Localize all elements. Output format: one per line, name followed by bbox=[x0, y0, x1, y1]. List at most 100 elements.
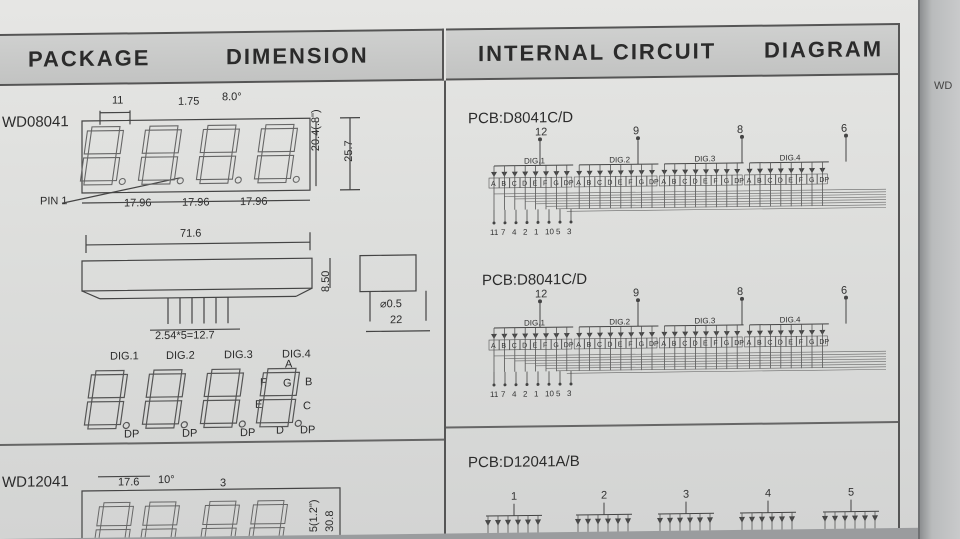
segment-digit-2 bbox=[141, 369, 188, 429]
segment-g: G bbox=[724, 340, 729, 347]
circuit-digit-label-4: DIG.4 bbox=[780, 315, 801, 324]
common-pin-9: 9 bbox=[633, 125, 639, 137]
digit-pin-3: 3 bbox=[683, 489, 689, 501]
large-digit-3 bbox=[198, 500, 241, 539]
common-pin-6: 6 bbox=[841, 285, 847, 297]
circuit-digit-label-4: DIG.4 bbox=[780, 153, 801, 162]
bottom-pin-4: 4 bbox=[512, 390, 517, 399]
segment-g: G bbox=[809, 177, 814, 184]
segment-a: A bbox=[491, 181, 496, 188]
top-digit-4 bbox=[253, 123, 300, 184]
segment-dp: DP bbox=[734, 178, 744, 185]
bottom-pin-7: 7 bbox=[501, 228, 506, 237]
segment-d: D bbox=[778, 339, 783, 346]
segment-dp: DP bbox=[819, 339, 829, 346]
segment-d: D bbox=[607, 342, 612, 349]
segment-a: A bbox=[491, 343, 496, 350]
circuit-digit-label-2: DIG.2 bbox=[609, 317, 630, 326]
bottom-pin-1: 1 bbox=[534, 227, 539, 236]
next-page-edge: WD bbox=[918, 0, 960, 539]
segment-e: E bbox=[618, 179, 623, 186]
segment-a: A bbox=[747, 340, 752, 347]
segment-b: B bbox=[587, 180, 592, 187]
segment-e: E bbox=[703, 178, 708, 185]
bottom-pin-7: 7 bbox=[501, 390, 506, 399]
segment-e: E bbox=[618, 341, 623, 348]
segment-c: C bbox=[512, 181, 517, 188]
bottom-pin-11: 11 bbox=[490, 390, 499, 399]
bottom-pin-2: 2 bbox=[523, 228, 528, 237]
digit-pin-1: 1 bbox=[511, 491, 517, 503]
bottom-pin-4: 4 bbox=[512, 228, 517, 237]
segment-e: E bbox=[788, 339, 793, 346]
segment-digit-3 bbox=[199, 368, 246, 429]
segment-e: E bbox=[703, 340, 708, 347]
circuit-digit-label-1: DIG.1 bbox=[524, 156, 545, 165]
digit-pin-4: 4 bbox=[765, 488, 771, 500]
common-pin-12: 12 bbox=[535, 126, 547, 138]
segment-a: A bbox=[576, 342, 581, 349]
common-pin-8: 8 bbox=[737, 286, 743, 298]
segment-digit-1 bbox=[83, 369, 130, 430]
segment-g: G bbox=[639, 179, 644, 186]
package-drawing bbox=[61, 110, 430, 539]
segment-g: G bbox=[809, 339, 814, 346]
segment-b: B bbox=[672, 341, 677, 348]
segment-dp: DP bbox=[649, 341, 659, 348]
segment-f: F bbox=[628, 341, 632, 348]
segment-e: E bbox=[533, 180, 538, 187]
segment-dp: DP bbox=[564, 342, 574, 349]
bottom-pin-5: 5 bbox=[556, 389, 561, 398]
next-page-text: WD bbox=[934, 80, 953, 92]
bottom-pin-2: 2 bbox=[523, 390, 528, 399]
segment-c: C bbox=[597, 180, 602, 187]
bottom-pin-10: 10 bbox=[545, 227, 554, 236]
circuit-digit-label-2: DIG.2 bbox=[609, 155, 630, 164]
segment-g: G bbox=[553, 180, 558, 187]
segment-b: B bbox=[672, 179, 677, 186]
display-outline-2 bbox=[81, 487, 341, 539]
header-dimension: DIMENSION bbox=[226, 42, 369, 70]
side-view-body bbox=[81, 257, 313, 292]
segment-dp: DP bbox=[564, 180, 574, 187]
end-view-body bbox=[359, 254, 417, 293]
segment-c: C bbox=[767, 178, 772, 185]
top-digit-3 bbox=[195, 124, 242, 185]
top-digit-1 bbox=[79, 125, 126, 186]
common-pin-9: 9 bbox=[633, 287, 639, 299]
bottom-pin-11: 11 bbox=[490, 228, 499, 237]
display-outline bbox=[81, 117, 311, 194]
segment-f: F bbox=[543, 180, 547, 187]
segment-g: G bbox=[553, 342, 558, 349]
segment-a: A bbox=[661, 179, 666, 186]
bottom-pin-5: 5 bbox=[556, 227, 561, 236]
segment-f: F bbox=[713, 178, 717, 185]
circuit-digit-label-3: DIG.3 bbox=[694, 154, 715, 163]
circuit-digit-label-3: DIG.3 bbox=[694, 316, 715, 325]
segment-c: C bbox=[597, 342, 602, 349]
segment-f: F bbox=[799, 177, 803, 184]
circuit-digit-label-1: DIG.1 bbox=[524, 318, 545, 327]
segment-g: G bbox=[639, 341, 644, 348]
digit-pin-2: 2 bbox=[601, 490, 607, 502]
segment-d: D bbox=[607, 180, 612, 187]
bottom-pin-3: 3 bbox=[567, 227, 572, 236]
segment-b: B bbox=[587, 342, 592, 349]
segment-b: B bbox=[501, 181, 506, 188]
segment-d: D bbox=[778, 177, 783, 184]
segment-a: A bbox=[661, 341, 666, 348]
segment-f: F bbox=[713, 340, 717, 347]
segment-c: C bbox=[682, 341, 687, 348]
common-pin-12: 12 bbox=[535, 288, 547, 300]
segment-f: F bbox=[799, 339, 803, 346]
large-digit-1 bbox=[92, 501, 135, 539]
segment-e: E bbox=[788, 177, 793, 184]
common-pin-6: 6 bbox=[841, 123, 847, 135]
segment-f: F bbox=[543, 342, 547, 349]
segment-c: C bbox=[682, 179, 687, 186]
bottom-pin-10: 10 bbox=[545, 389, 554, 398]
segment-d: D bbox=[693, 340, 698, 347]
segment-a: A bbox=[576, 180, 581, 187]
segment-f: F bbox=[628, 179, 632, 186]
